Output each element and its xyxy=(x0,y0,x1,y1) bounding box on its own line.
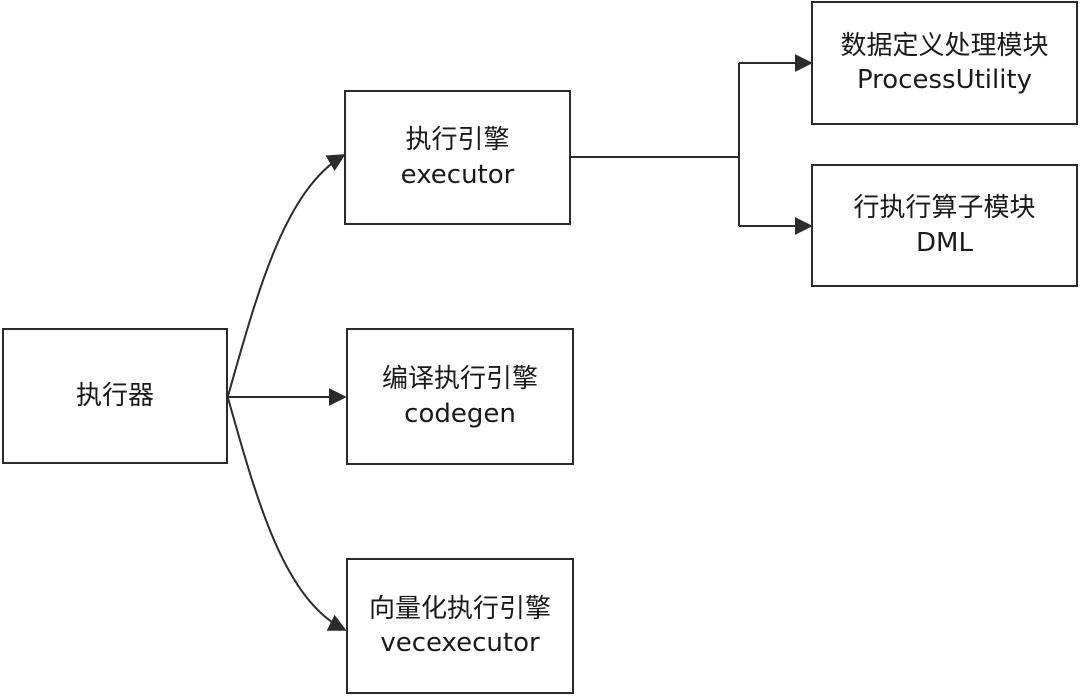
node-exec-engine-label: 执行引擎 xyxy=(405,125,510,156)
edge-root-to-executor xyxy=(227,154,346,397)
node-dml-label: 行执行算子模块 xyxy=(853,193,1036,224)
node-dml: 行执行算子模块 DML xyxy=(811,164,1078,287)
node-codegen-engine-label: 编译执行引擎 xyxy=(381,364,538,395)
node-vec-engine: 向量化执行引擎 vecexecutor xyxy=(346,558,574,694)
node-vec-engine-sublabel: vecexecutor xyxy=(380,628,540,658)
node-process-utility-label: 数据定义处理模块 xyxy=(840,30,1049,61)
node-process-utility-sublabel: ProcessUtility xyxy=(856,65,1033,95)
edge-root-to-vecexecutor xyxy=(227,397,347,631)
node-process-utility: 数据定义处理模块 ProcessUtility xyxy=(811,1,1078,125)
node-vec-engine-label: 向量化执行引擎 xyxy=(368,593,551,624)
node-exec-engine-sublabel: executor xyxy=(400,159,515,190)
node-codegen-engine-sublabel: codegen xyxy=(404,398,516,429)
node-executor-root: 执行器 xyxy=(2,328,228,464)
node-dml-sublabel: DML xyxy=(916,227,973,258)
node-exec-engine: 执行引擎 executor xyxy=(344,90,571,225)
node-codegen-engine: 编译执行引擎 codegen xyxy=(346,328,574,465)
node-executor-root-label: 执行器 xyxy=(75,380,154,411)
